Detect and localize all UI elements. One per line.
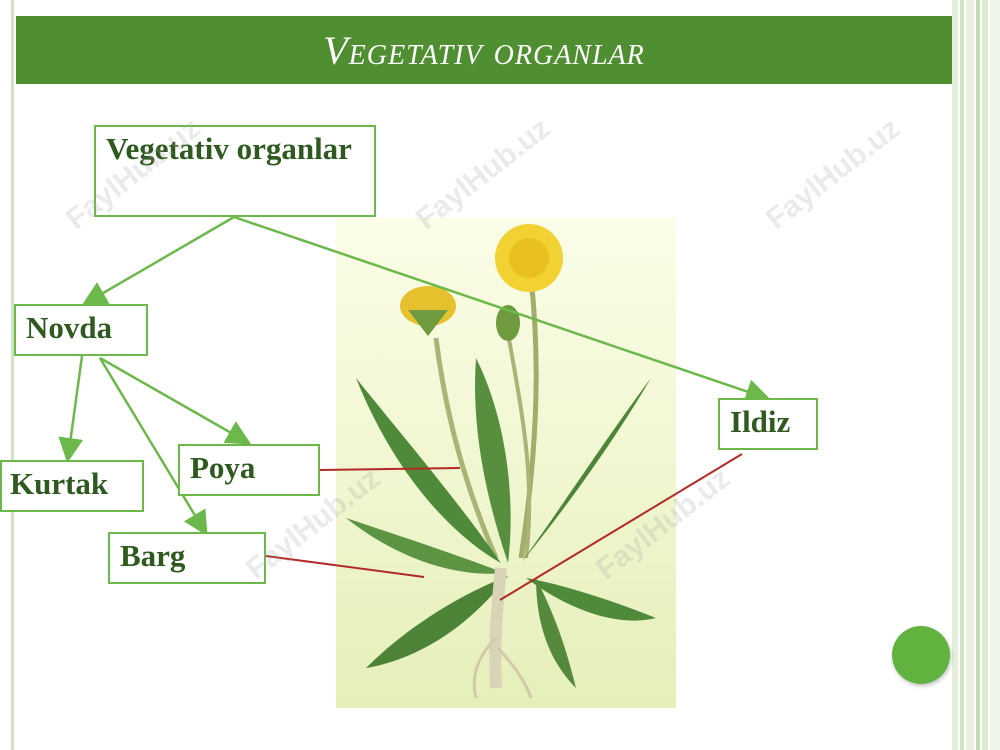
box-novda: Novda <box>14 304 148 356</box>
slide-title: Vegetativ organlar <box>323 27 645 73</box>
arrow-novda-to-poya <box>99 356 252 445</box>
box-vegetativ-organlar: Vegetativ organlar <box>94 125 376 217</box>
frame-left <box>0 0 14 750</box>
pointer-barg <box>265 555 425 578</box>
box-ildiz: Ildiz <box>718 398 818 450</box>
slide-nav-dot[interactable] <box>892 626 950 684</box>
label-novda: Novda <box>26 310 113 345</box>
box-barg: Barg <box>108 532 266 584</box>
pointer-poya <box>319 467 461 471</box>
label-poya: Poya <box>190 450 256 485</box>
arrow-novda-to-kurtak <box>58 355 84 463</box>
label-vegetativ-organlar: Vegetativ organlar <box>106 131 352 166</box>
arrow-novda-to-barg <box>98 357 208 537</box>
dandelion-illustration <box>346 224 656 699</box>
arrow-root-to-ildiz <box>233 215 771 404</box>
title-bar: Vegetativ organlar <box>16 16 952 84</box>
box-poya: Poya <box>178 444 320 496</box>
box-kurtak: Kurtak <box>0 460 144 512</box>
pointer-ildiz <box>499 453 743 601</box>
frame-top <box>0 0 1000 12</box>
label-ildiz: Ildiz <box>730 404 791 439</box>
label-kurtak: Kurtak <box>10 466 109 501</box>
arrow-root-to-novda <box>81 215 235 306</box>
right-decor-bars <box>952 0 1000 750</box>
dandelion-plant-image <box>336 218 676 708</box>
label-barg: Barg <box>120 538 186 573</box>
